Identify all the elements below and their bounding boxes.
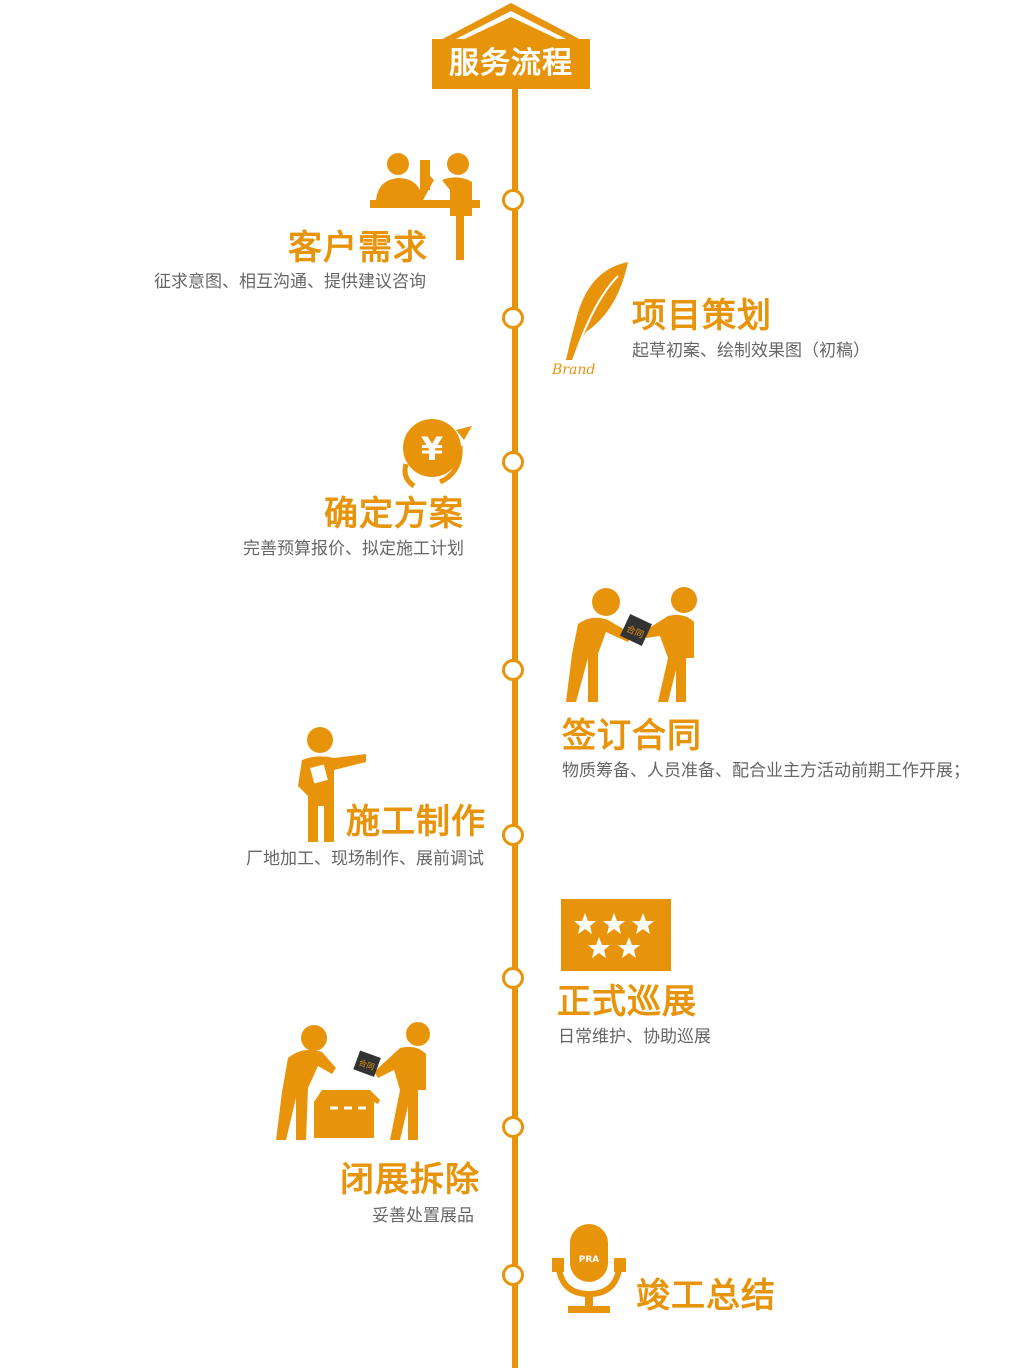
- step-title-dismantle: 闭展拆除: [340, 1160, 480, 1200]
- timeline-node-5: [502, 824, 524, 846]
- step-desc-customer-needs: 征求意图、相互沟通、提供建议咨询: [154, 272, 426, 291]
- step-title-sign-contract: 签订合同: [562, 716, 702, 756]
- packing-box-icon: 合同: [270, 1018, 434, 1147]
- header-house: 服务流程: [432, 3, 590, 89]
- step-desc-project-planning: 起草初案、绘制效果图（初稿）: [632, 341, 870, 360]
- reception-desk-icon: [368, 150, 484, 267]
- step-title-official-tour: 正式巡展: [557, 982, 697, 1022]
- step-desc-dismantle: 妥善处置展品: [372, 1206, 474, 1225]
- worker-pointing-icon: [294, 726, 368, 849]
- step-desc-official-tour: 日常维护、协助巡展: [558, 1027, 711, 1046]
- timeline-node-6: [502, 967, 524, 989]
- timeline-node-2: [502, 307, 524, 329]
- timeline-node-1: [502, 189, 524, 211]
- step-title-confirm-plan: 确定方案: [324, 494, 464, 534]
- timeline-node-8: [502, 1264, 524, 1286]
- step-title-construction: 施工制作: [346, 802, 486, 842]
- timeline-node-7: [502, 1116, 524, 1138]
- page-title: 服务流程: [449, 46, 573, 81]
- yen-symbol: ¥: [421, 430, 443, 468]
- step-desc-construction: 厂地加工、现场制作、展前调试: [246, 849, 484, 868]
- brand-text: Brand: [551, 362, 595, 378]
- pra-label: PRA: [579, 1255, 600, 1265]
- step-desc-confirm-plan: 完善预算报价、拟定施工计划: [243, 539, 464, 558]
- timeline-node-3: [502, 451, 524, 473]
- timeline-line: [512, 80, 518, 1368]
- step-title-project-planning: 项目策划: [632, 296, 772, 336]
- step-title-customer-needs: 客户需求: [288, 228, 428, 268]
- timeline-node-4: [502, 659, 524, 681]
- step-desc-sign-contract: 物质筹备、人员准备、配合业主方活动前期工作开展；: [562, 761, 970, 780]
- yen-coin-icon: ¥: [400, 416, 476, 497]
- quill-pen-icon: Brand: [548, 260, 634, 385]
- contract-handover-icon: 合同: [558, 584, 702, 711]
- house-icon: [432, 3, 590, 89]
- microphone-icon: PRA: [550, 1222, 628, 1319]
- step-title-completion-summary: 竣工总结: [636, 1276, 776, 1316]
- stars-banner-icon: [561, 899, 671, 976]
